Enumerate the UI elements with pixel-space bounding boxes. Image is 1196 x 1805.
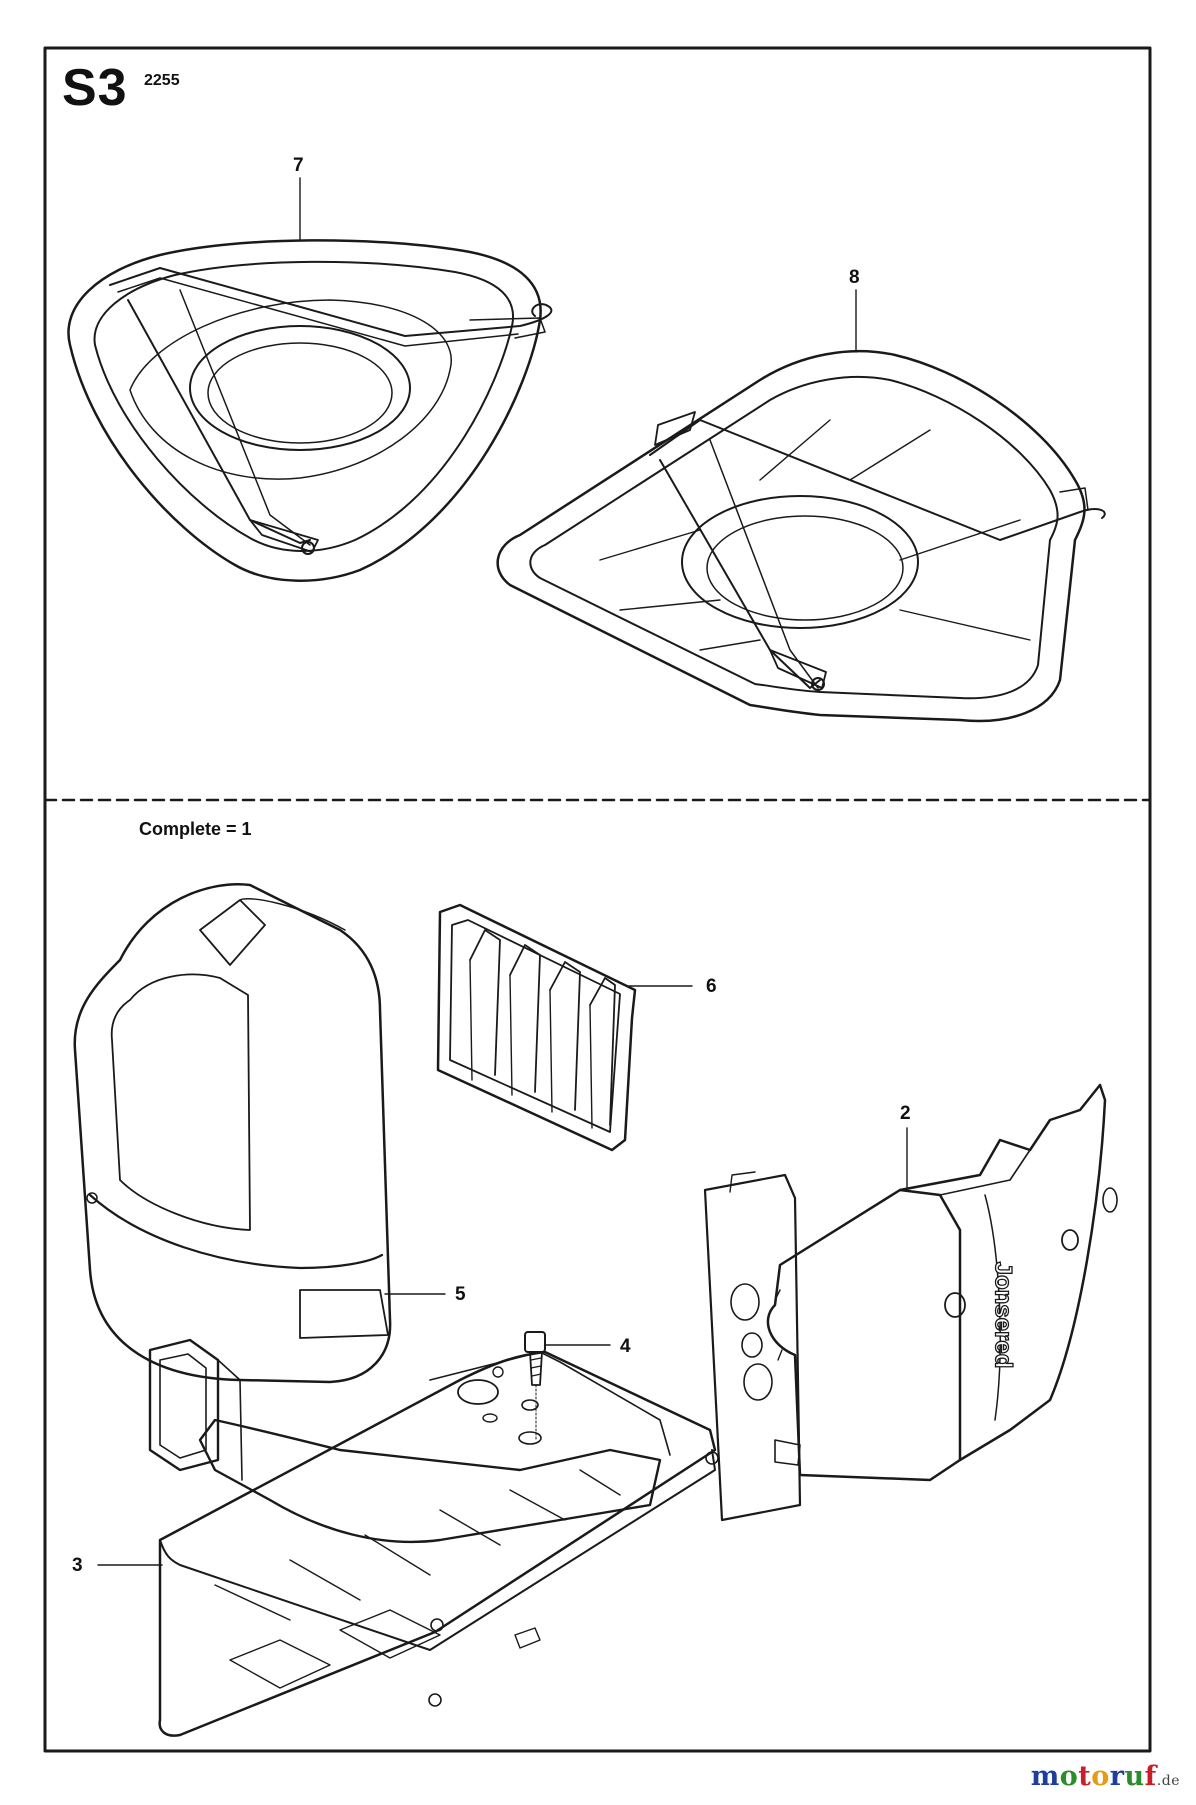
watermark-letter: m bbox=[1030, 1761, 1060, 1792]
watermark-letter: f bbox=[1144, 1761, 1157, 1792]
part-4-screw bbox=[524, 1331, 546, 1441]
watermark-letter: o bbox=[1059, 1761, 1079, 1792]
part-3-filter-base bbox=[148, 1338, 719, 1737]
part-2-cylinder-cover bbox=[703, 1083, 1118, 1522]
part-6-filter-element bbox=[436, 903, 637, 1152]
part-8-triangular-cover bbox=[496, 349, 1106, 723]
brand-stamp: Jonsered bbox=[989, 1261, 1017, 1369]
part-5-filter-cover bbox=[73, 883, 392, 1384]
watermark-letter: r bbox=[1109, 1761, 1125, 1792]
sheet-code: S3 bbox=[62, 59, 128, 117]
callout-4: 4 bbox=[620, 1336, 631, 1357]
watermark-letter: t bbox=[1078, 1761, 1092, 1792]
callout-5: 5 bbox=[455, 1284, 466, 1305]
leader-lines bbox=[97, 177, 908, 1566]
watermark-tld: .de bbox=[1156, 1773, 1180, 1789]
callout-3: 3 bbox=[72, 1555, 83, 1576]
callout-7: 7 bbox=[293, 155, 304, 176]
callout-8: 8 bbox=[849, 267, 860, 288]
watermark-letter: o bbox=[1091, 1761, 1110, 1792]
watermark-letter: u bbox=[1124, 1761, 1145, 1792]
group-note: Complete = 1 bbox=[139, 819, 252, 839]
watermark-letters: motoruf bbox=[1031, 1761, 1157, 1792]
watermark-logo: motoruf.de bbox=[1031, 1761, 1180, 1792]
part-7-rounded-cover bbox=[67, 239, 553, 582]
callout-2: 2 bbox=[900, 1103, 911, 1124]
brand-stamp-text: Jonsered bbox=[990, 1262, 1017, 1369]
model-number: 2255 bbox=[144, 72, 180, 89]
callout-6: 6 bbox=[706, 976, 717, 997]
diagram-frame bbox=[43, 46, 1152, 1753]
